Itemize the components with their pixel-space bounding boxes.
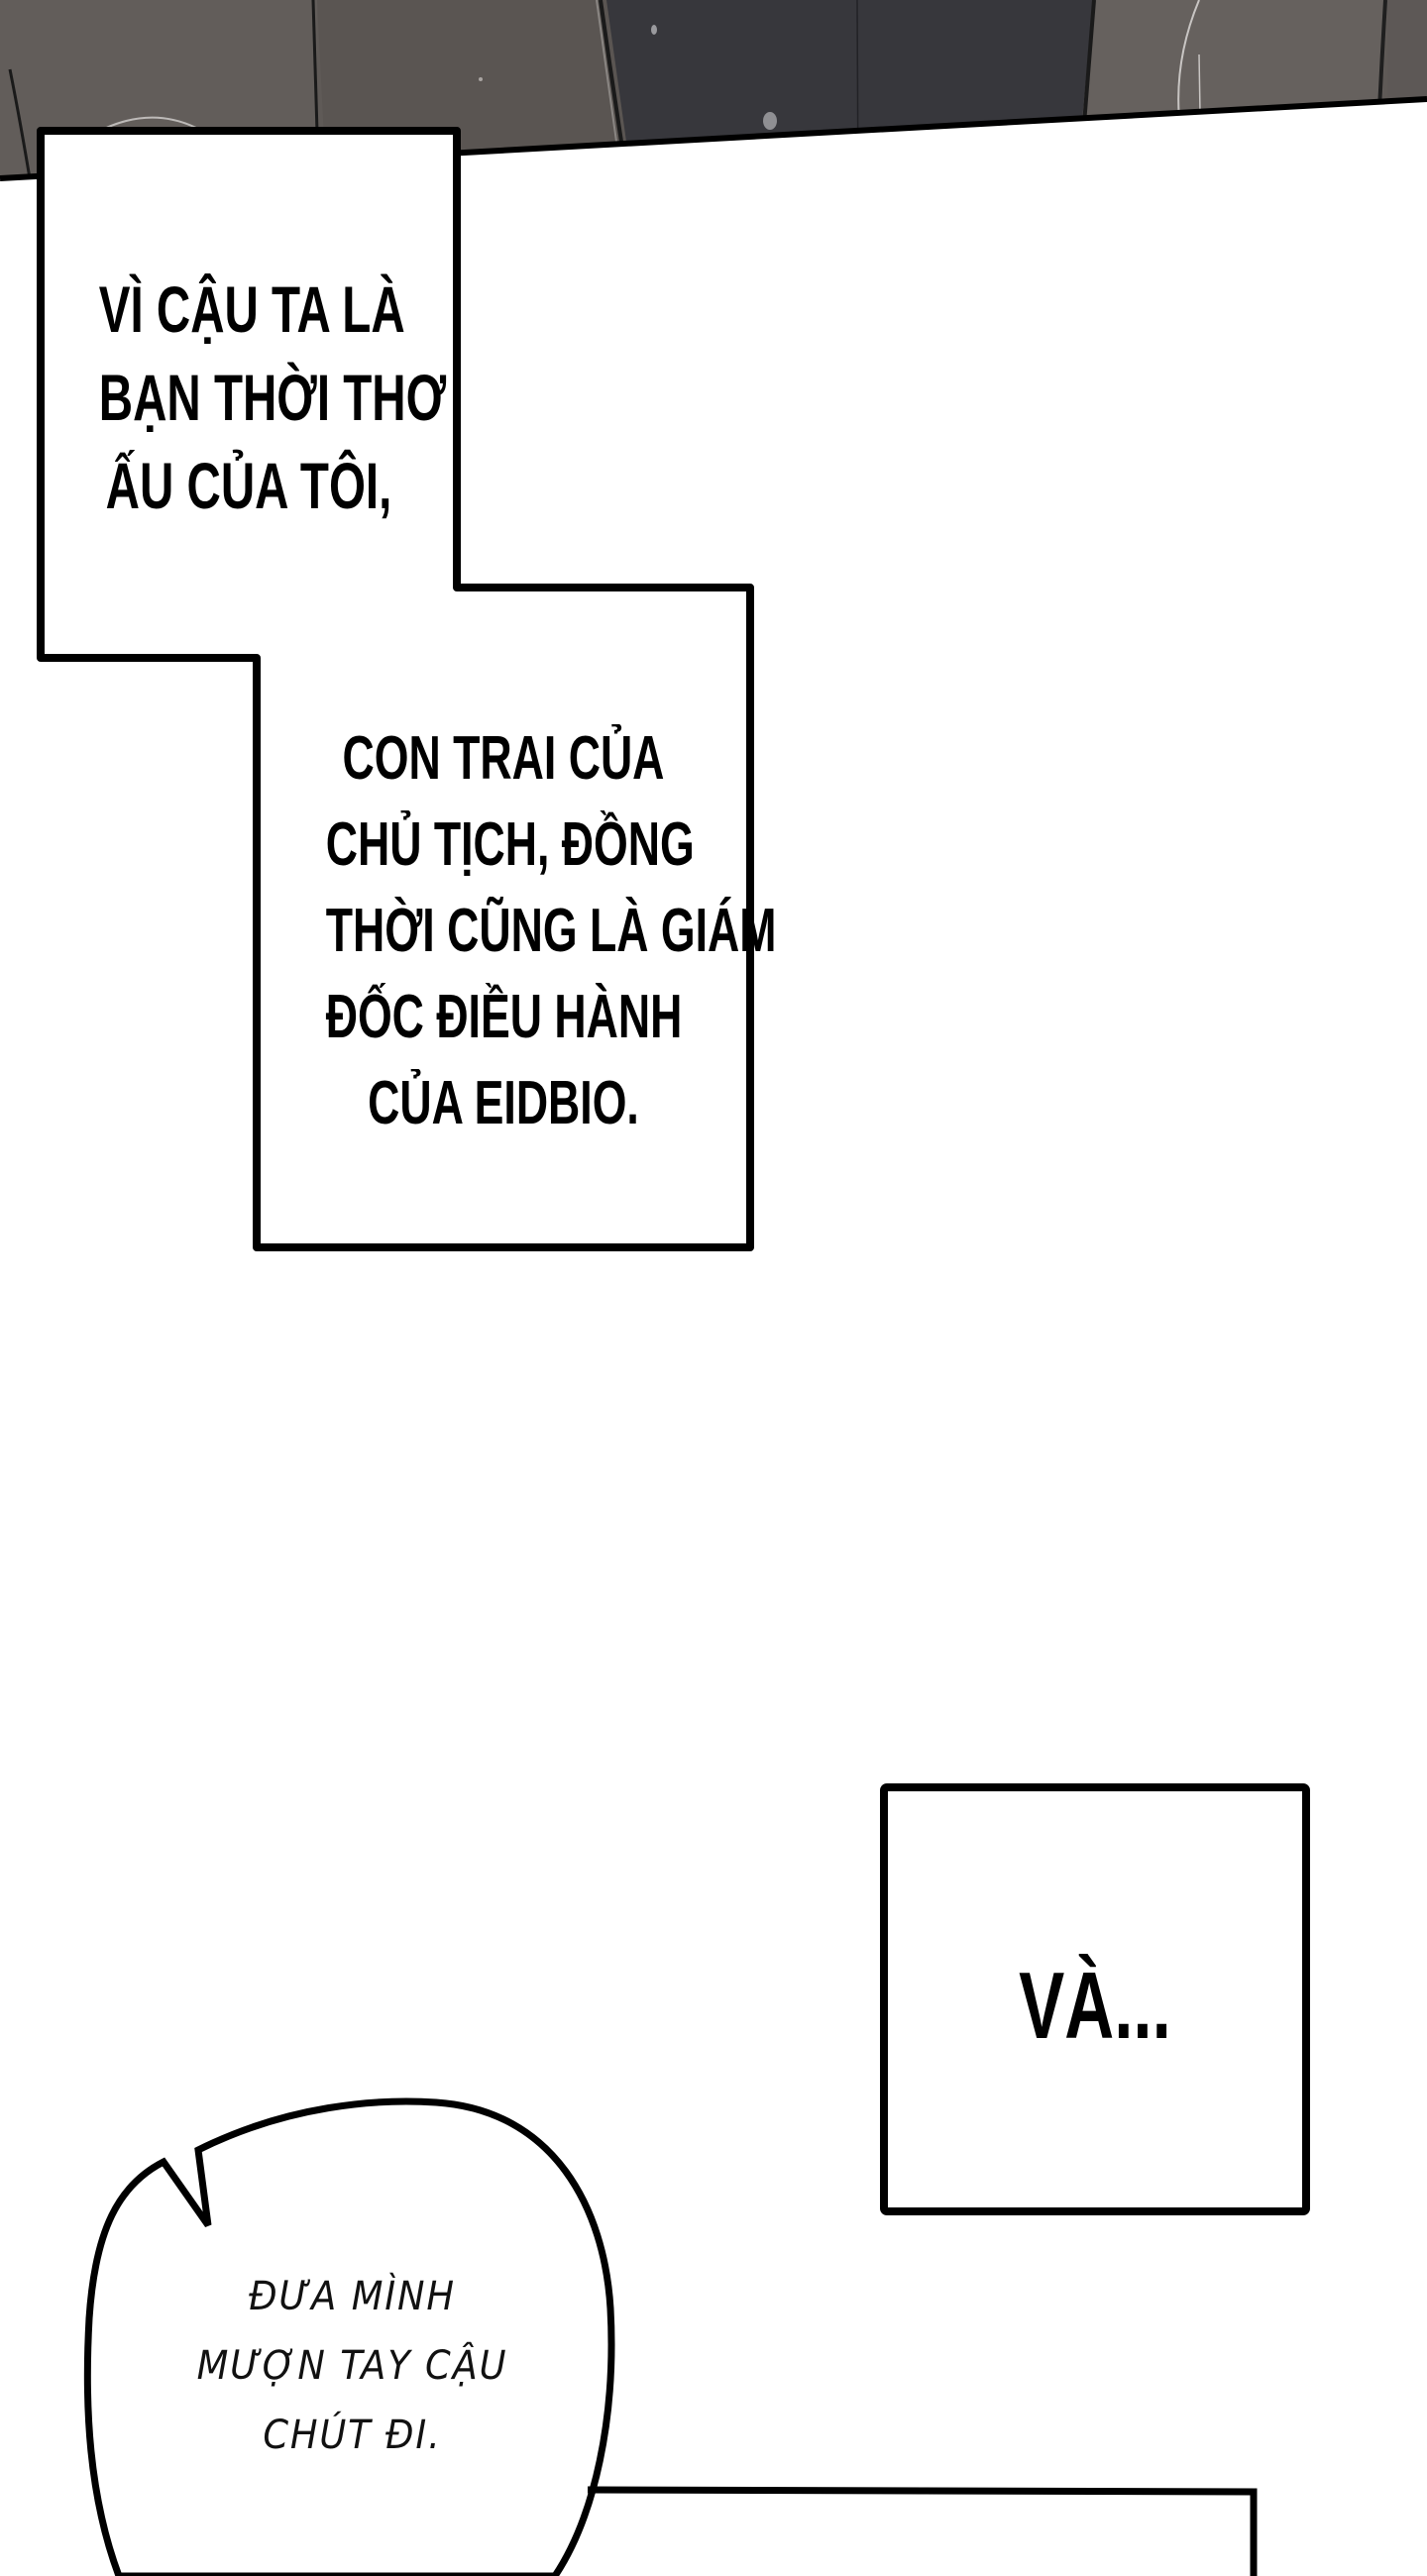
- dialogue-line: CHÚT ĐI.: [263, 2413, 442, 2458]
- caption-line: CHỦ TỊCH, ĐỒNG: [325, 810, 695, 879]
- dialogue-line: MƯỢN TAY CẬU: [196, 2343, 508, 2389]
- speech-bubble: ĐƯA MÌNH MƯỢN TAY CẬU CHÚT ĐI.: [90, 2262, 614, 2470]
- caption-line: ĐỐC ĐIỀU HÀNH: [325, 983, 683, 1051]
- caption-line: THỜI CŨNG LÀ GIÁM: [325, 897, 777, 965]
- narration-box-3: VÀ...: [884, 1957, 1306, 2056]
- dialogue-line: ĐƯA MÌNH: [249, 2274, 456, 2319]
- caption-line: VÌ CẬU TA LÀ: [98, 272, 405, 346]
- next-panel-border: [587, 2486, 1258, 2576]
- art-panel: [0, 0, 1427, 181]
- caption-line: CỦA EIDBIO.: [368, 1069, 639, 1137]
- caption-line: ẤU CỦA TÔI,: [105, 449, 392, 522]
- caption-line: VÀ...: [1019, 1953, 1171, 2059]
- narration-box-2: CON TRAI CỦA CHỦ TỊCH, ĐỒNG THỜI CŨNG LÀ…: [257, 715, 777, 1146]
- caption-line: CON TRAI CỦA: [342, 724, 665, 793]
- caption-line: BẠN THỜI THƠ: [98, 361, 447, 434]
- narration-box-1: VÌ CẬU TA LÀ BẠN THỜI THƠ ẤU CỦA TÔI,: [41, 266, 457, 530]
